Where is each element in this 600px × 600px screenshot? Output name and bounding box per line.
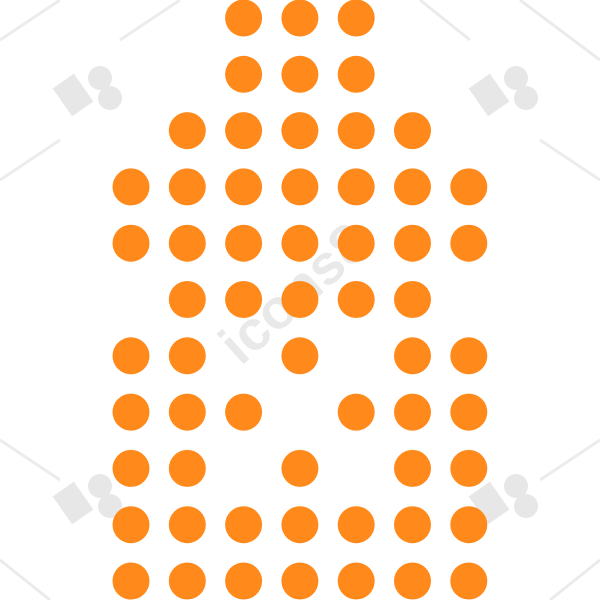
dot-r2-c4	[337, 112, 375, 150]
dot-r7-c2	[225, 393, 263, 431]
dot-r7-c1	[168, 393, 206, 431]
dot-r4-c6	[450, 224, 488, 262]
dot-r5-c4	[337, 281, 375, 318]
dot-r0-c3	[281, 0, 319, 37]
dot-r1-c2	[225, 55, 263, 93]
dot-r9-c2	[225, 506, 263, 544]
dot-r10-c4	[337, 562, 375, 600]
watermark-logo-bottom-left	[52, 474, 122, 525]
dot-r9-c1	[168, 506, 206, 544]
dot-r5-c1	[168, 281, 206, 318]
dot-r7-c6	[450, 393, 488, 431]
dot-r1-c3	[281, 55, 319, 93]
dot-r9-c0	[112, 506, 150, 544]
dot-r3-c5	[394, 168, 431, 206]
dot-r5-c3	[281, 281, 319, 318]
dot-r5-c2	[225, 281, 263, 318]
dot-r10-c5	[394, 562, 431, 600]
dot-r3-c6	[450, 168, 488, 206]
dot-r10-c6	[450, 562, 488, 600]
dot-r10-c1	[168, 562, 206, 600]
dot-r8-c1	[168, 449, 206, 487]
dot-r4-c5	[394, 224, 431, 262]
dot-r4-c3	[281, 224, 319, 262]
dot-r2-c1	[168, 112, 206, 150]
dot-r4-c4	[337, 224, 375, 262]
dot-r4-c2	[225, 224, 263, 262]
dot-r7-c0	[112, 393, 150, 431]
dot-r9-c5	[394, 506, 431, 544]
dot-r2-c5	[394, 112, 431, 150]
dot-r3-c4	[337, 168, 375, 206]
dot-r8-c0	[112, 449, 150, 487]
dot-r3-c0	[112, 168, 150, 206]
dot-r10-c2	[225, 562, 263, 600]
dot-r3-c1	[168, 168, 206, 206]
watermark-logo-bottom-right	[468, 474, 538, 525]
dot-r1-c4	[337, 55, 375, 93]
watermark-logo-top-left	[52, 66, 122, 117]
dot-r3-c2	[225, 168, 263, 206]
dot-r10-c3	[281, 562, 319, 600]
dot-r6-c5	[394, 337, 431, 375]
dot-r10-c0	[112, 562, 150, 600]
dot-r8-c5	[394, 449, 431, 487]
dot-r9-c4	[337, 506, 375, 544]
dot-r4-c0	[112, 224, 150, 262]
dot-r6-c3	[281, 337, 319, 375]
dot-r6-c0	[112, 337, 150, 375]
dot-r7-c5	[394, 393, 431, 431]
dot-r3-c3	[281, 168, 319, 206]
dot-r8-c6	[450, 449, 488, 487]
dot-r9-c6	[450, 506, 488, 544]
dot-r7-c4	[337, 393, 375, 431]
dot-r0-c4	[337, 0, 375, 37]
watermark-logo-top-right	[468, 66, 538, 117]
dot-r6-c6	[450, 337, 488, 375]
dot-r9-c3	[281, 506, 319, 544]
dot-r5-c5	[394, 281, 431, 318]
dot-r2-c3	[281, 112, 319, 150]
dot-r4-c1	[168, 224, 206, 262]
dot-r0-c2	[225, 0, 263, 37]
dot-r6-c1	[168, 337, 206, 375]
dot-r8-c3	[281, 449, 319, 487]
dot-r2-c2	[225, 112, 263, 150]
dot-matrix-bottle-icon	[112, 0, 488, 600]
